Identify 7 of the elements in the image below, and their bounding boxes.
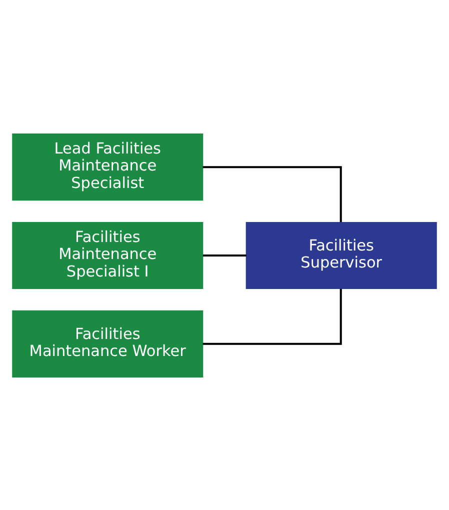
connector xyxy=(202,288,342,344)
node-box: Facilities Maintenance Worker xyxy=(12,310,204,377)
node-box: Facilities Maintenance Specialist I xyxy=(12,221,204,289)
connector xyxy=(202,166,342,222)
node-box: Facilities Supervisor xyxy=(246,221,437,289)
node-box: Lead Facilities Maintenance Specialist xyxy=(12,133,204,200)
connector xyxy=(203,254,246,256)
